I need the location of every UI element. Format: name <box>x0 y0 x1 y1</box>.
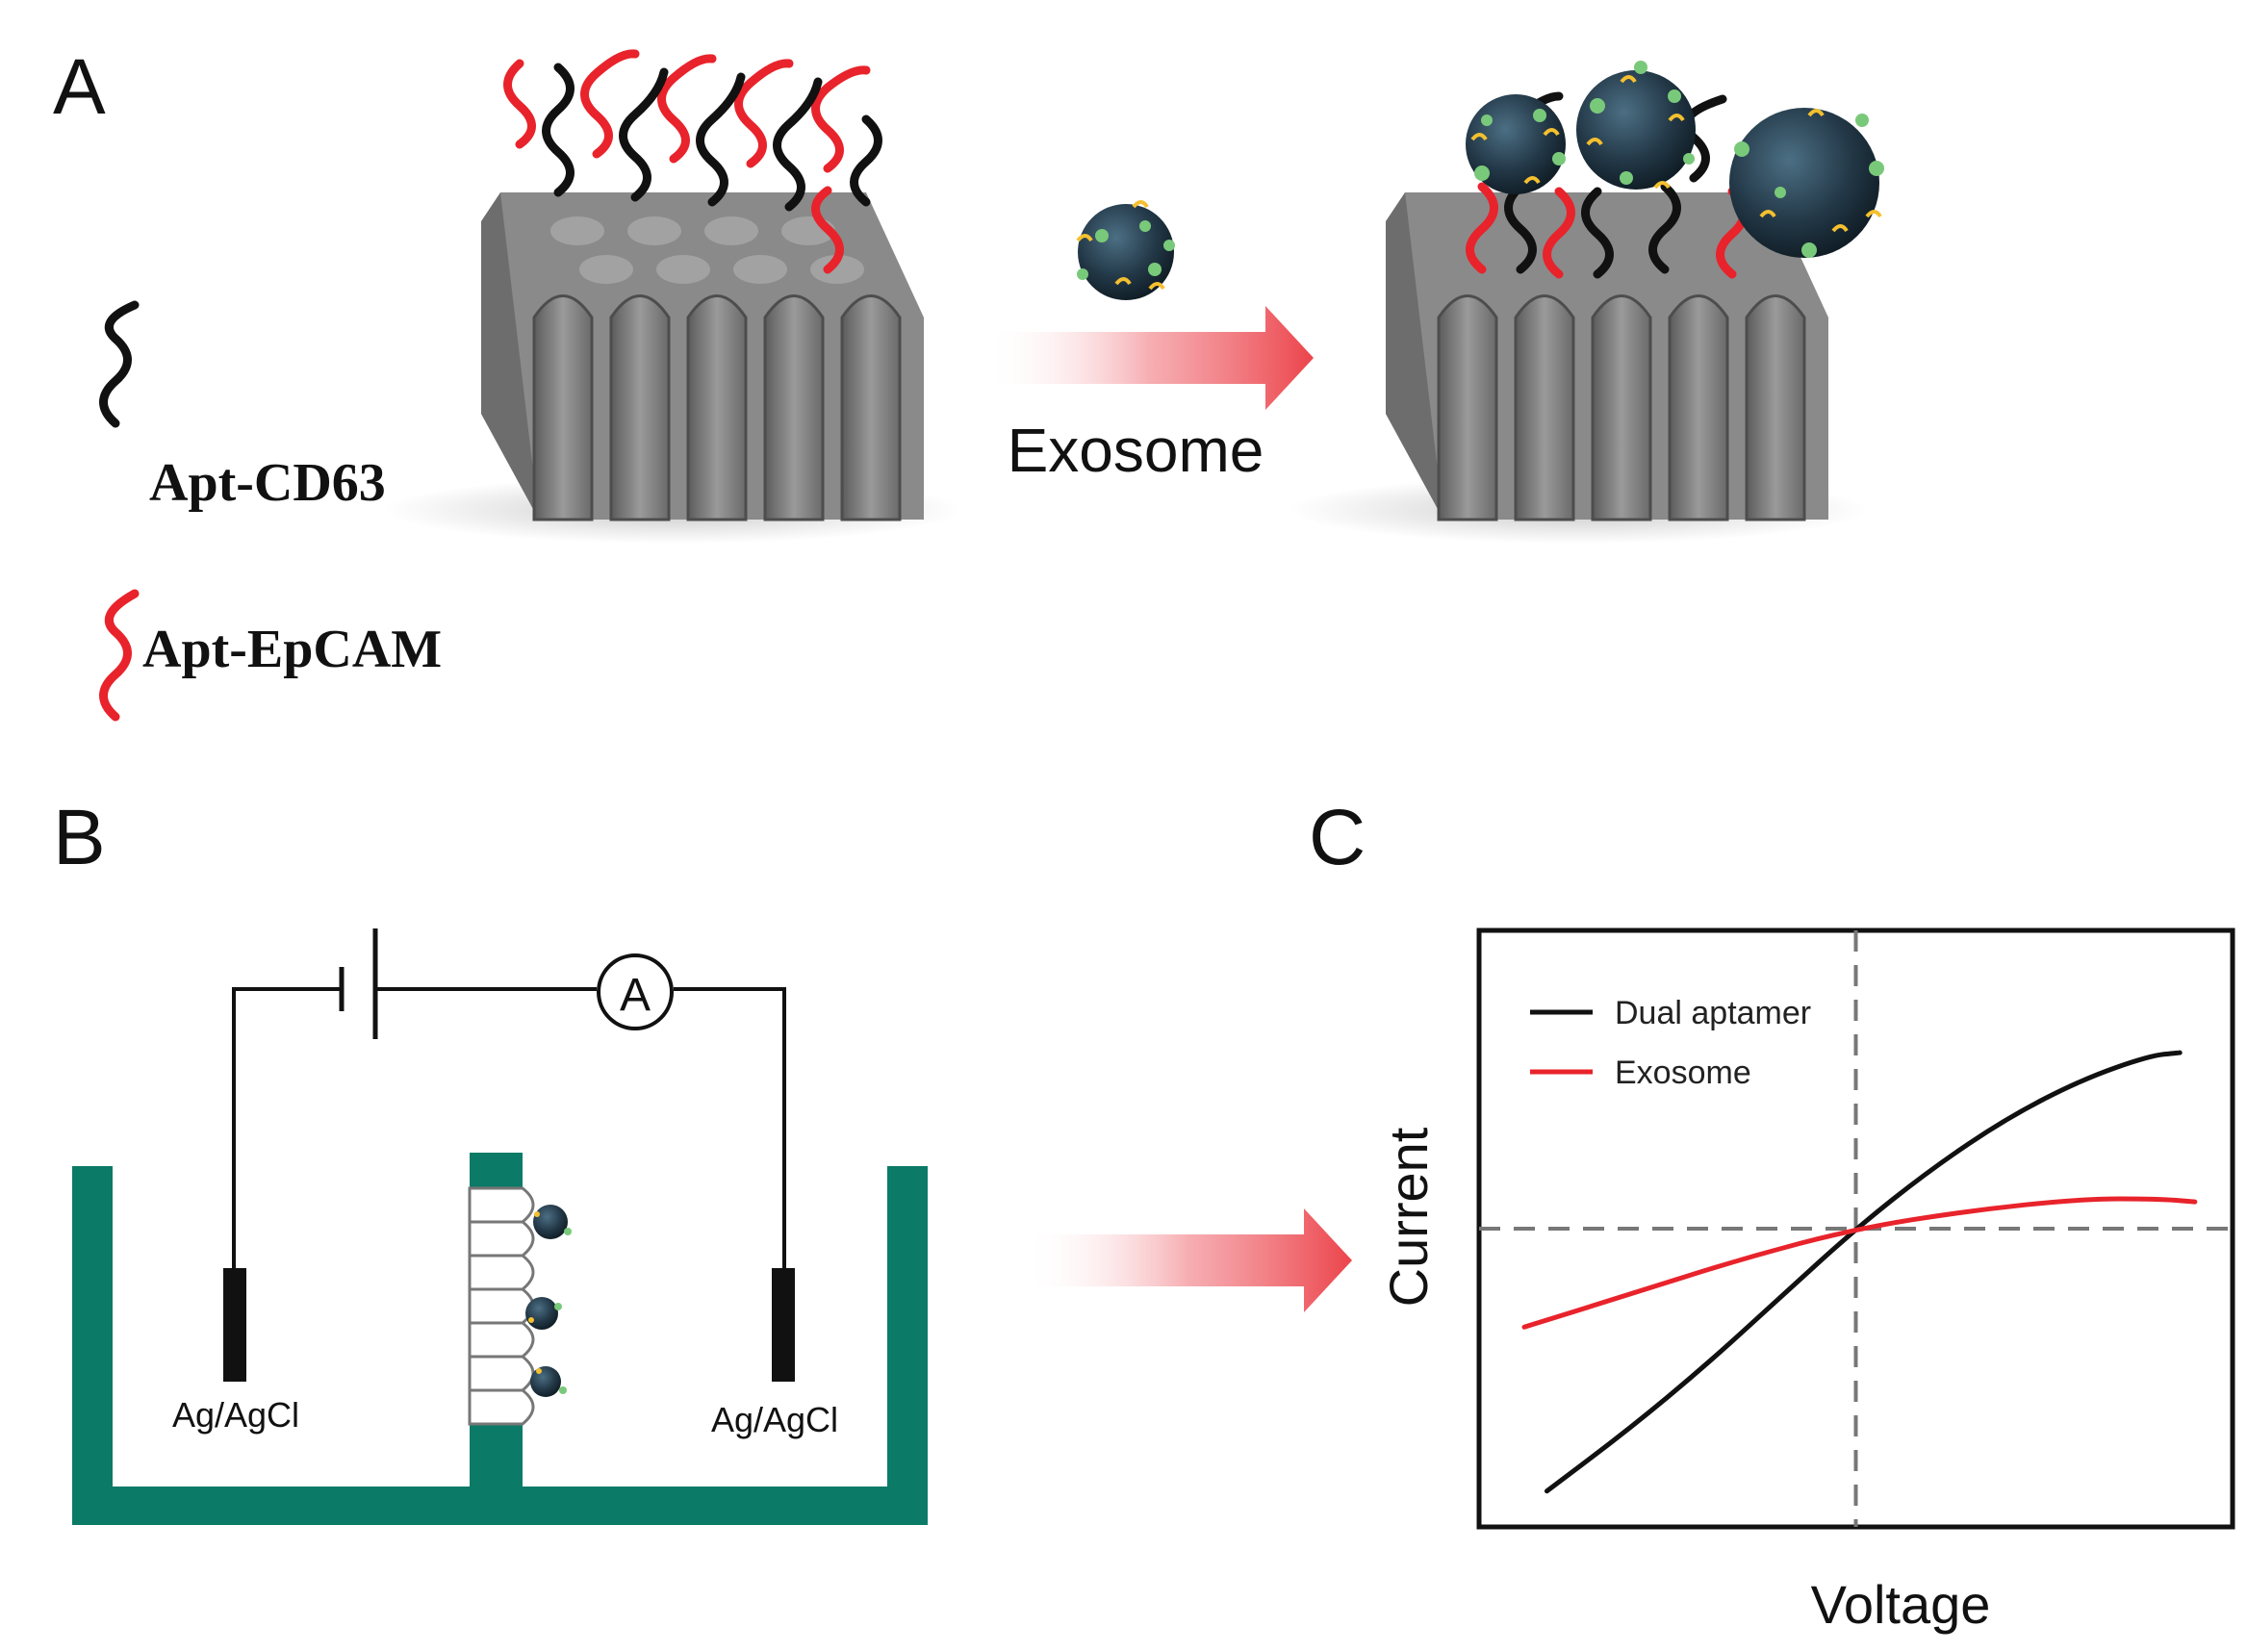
bound-exosomes-b <box>525 1205 572 1397</box>
electrochemical-cell <box>72 1153 928 1525</box>
y-axis-label: Current <box>1378 1127 1439 1307</box>
left-electrode-label: Ag/AgCl <box>172 1395 299 1435</box>
apt-epcam-icon <box>99 589 140 722</box>
legend-apt-cd63: Apt-CD63 <box>149 453 386 513</box>
right-electrode <box>772 1268 795 1382</box>
left-electrode <box>223 1268 246 1382</box>
ammeter-icon: A <box>597 953 674 1030</box>
exosome-particle-free <box>1076 200 1175 300</box>
membrane-after <box>1289 61 1884 544</box>
exosome-bound-3 <box>1729 108 1884 258</box>
right-electrode-label: Ag/AgCl <box>711 1400 838 1439</box>
panel-c-label: C <box>1309 794 1366 881</box>
legend-label-0: Dual aptamer <box>1615 995 1811 1031</box>
panel-a-label: A <box>53 43 106 131</box>
arrow-a-icon <box>986 306 1314 410</box>
legend-apt-epcam: Apt-EpCAM <box>142 620 442 679</box>
series-line-1 <box>1521 1196 2198 1330</box>
nanochannel-membrane <box>468 1186 535 1426</box>
x-axis-label: Voltage <box>1811 1574 1991 1635</box>
ammeter-label: A <box>620 970 651 1021</box>
aptamer-legend: Apt-CD63 Apt-EpCAM <box>99 300 442 722</box>
series-line-0 <box>1544 1050 2183 1494</box>
panel-b-label: B <box>53 794 106 881</box>
membrane-before <box>385 49 962 544</box>
apt-cd63-icon <box>99 300 140 428</box>
panel-b: B A Ag/AgCl Ag/AgCl <box>53 794 1352 1525</box>
exosome-bound-2 <box>1576 61 1696 190</box>
exosome-bound-1 <box>1466 94 1566 194</box>
arrow-b-icon <box>1025 1208 1352 1312</box>
arrow-a-label: Exosome <box>1008 416 1264 485</box>
legend-label-1: Exosome <box>1615 1055 1751 1091</box>
circuit-wires <box>232 987 786 1275</box>
panel-a: A <box>53 43 1884 722</box>
battery-icon <box>339 928 378 1039</box>
